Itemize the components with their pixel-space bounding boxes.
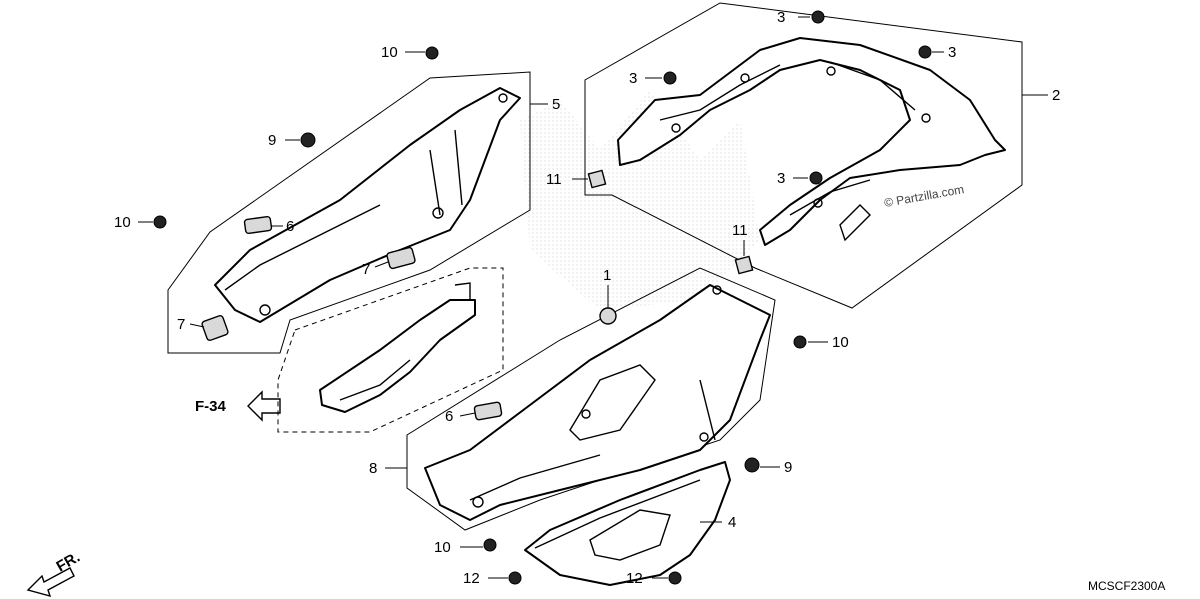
clip-part-11-right (734, 255, 754, 275)
callout-10: 10 (114, 214, 131, 231)
pad-part-6-upper (243, 215, 273, 235)
callout-3: 3 (777, 9, 785, 26)
callout-11: 11 (546, 171, 562, 188)
inner-bracket-frame (277, 267, 504, 433)
pad-part-7-lower (201, 314, 229, 342)
leader-lines (138, 16, 1048, 579)
frame-part-8 (406, 267, 776, 531)
callout-4: 4 (728, 514, 736, 531)
side-cover-part-5 (214, 87, 521, 323)
callout-5: 5 (552, 96, 560, 113)
callout-8: 8 (369, 460, 377, 477)
callout-3: 3 (777, 170, 785, 187)
callout-10: 10 (832, 334, 849, 351)
callout-11: 11 (732, 222, 748, 239)
callout-7: 7 (362, 261, 370, 278)
callout-12: 12 (463, 570, 480, 587)
callout-3: 3 (948, 44, 956, 61)
callout-12: 12 (626, 570, 643, 587)
frame-part-5 (167, 71, 531, 354)
callout-7: 7 (177, 316, 185, 333)
front-marker-label: FR. (54, 549, 83, 576)
front-arrow-icon (26, 567, 75, 598)
callout-6: 6 (286, 218, 294, 235)
pad-part-7-upper (386, 246, 416, 270)
callout-1: 1 (603, 267, 611, 284)
reference-label: F-34 (195, 398, 227, 415)
callouts: 1 2 3 3 3 3 4 5 6 6 7 7 8 9 9 10 10 10 1… (114, 9, 1060, 587)
grommet-part-1 (599, 307, 617, 325)
callout-6: 6 (445, 408, 453, 425)
inner-bracket (319, 282, 476, 413)
clip-part-11-left (587, 169, 607, 189)
callout-2: 2 (1052, 87, 1060, 104)
fasteners (153, 10, 932, 585)
callout-9: 9 (784, 459, 792, 476)
side-cover-part-8 (424, 284, 771, 521)
lower-cover-part-4 (524, 461, 731, 586)
watermark-graphic (520, 90, 760, 310)
grab-rail-part-2 (617, 37, 1006, 246)
reference-arrow (247, 390, 281, 422)
diagram-code: MCSCF2300A (1088, 579, 1165, 593)
callout-9: 9 (268, 132, 276, 149)
callout-10: 10 (434, 539, 451, 556)
pad-part-6-lower (473, 401, 503, 421)
callout-10: 10 (381, 44, 398, 61)
watermark-text: © Partzilla.com (883, 182, 965, 210)
callout-3: 3 (629, 70, 637, 87)
